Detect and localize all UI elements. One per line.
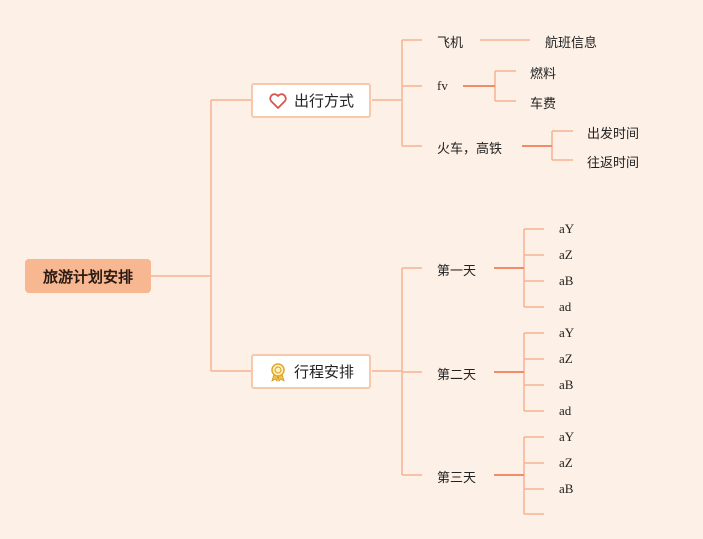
leaf-day1-item[interactable]: aZ xyxy=(559,247,573,262)
leaf-departure-time[interactable]: 出发时间 xyxy=(587,127,640,142)
leaf-day1-item[interactable]: aY xyxy=(559,221,575,236)
award-ribbon-icon xyxy=(268,362,288,382)
leaf-day3-item[interactable]: aY xyxy=(559,429,575,444)
root-node[interactable]: 旅游计划安排 xyxy=(25,259,151,293)
leaf-day1-item[interactable]: ad xyxy=(559,299,572,314)
leaf-fare[interactable]: 车费 xyxy=(530,97,557,112)
node-fv[interactable]: fv xyxy=(437,78,448,93)
node-day2[interactable]: 第二天 xyxy=(437,368,477,383)
leaf-flight-info[interactable]: 航班信息 xyxy=(545,36,598,51)
leaf-day2-item[interactable]: aZ xyxy=(559,351,573,366)
leaf-day2-item[interactable]: aB xyxy=(559,377,574,392)
branch-label: 行程安排 xyxy=(293,363,354,381)
leaf-fuel[interactable]: 燃料 xyxy=(530,67,557,82)
node-day3[interactable]: 第三天 xyxy=(437,471,477,486)
leaf-day1-item[interactable]: aB xyxy=(559,273,574,288)
leaf-day2-item[interactable]: aY xyxy=(559,325,575,340)
heart-icon xyxy=(268,91,288,111)
branch-label: 出行方式 xyxy=(293,92,354,110)
branch-node-travel-mode[interactable]: 出行方式 xyxy=(251,83,371,118)
leaf-day2-item[interactable]: ad xyxy=(559,403,572,418)
branch-node-itinerary[interactable]: 行程安排 xyxy=(251,354,371,389)
leaf-return-time[interactable]: 往返时间 xyxy=(587,156,640,171)
node-plane[interactable]: 飞机 xyxy=(437,36,464,51)
node-train[interactable]: 火车，高铁 xyxy=(437,142,503,157)
leaf-day3-item[interactable]: aZ xyxy=(559,455,573,470)
leaf-day3-item[interactable]: aB xyxy=(559,481,574,496)
node-day1[interactable]: 第一天 xyxy=(437,264,477,279)
